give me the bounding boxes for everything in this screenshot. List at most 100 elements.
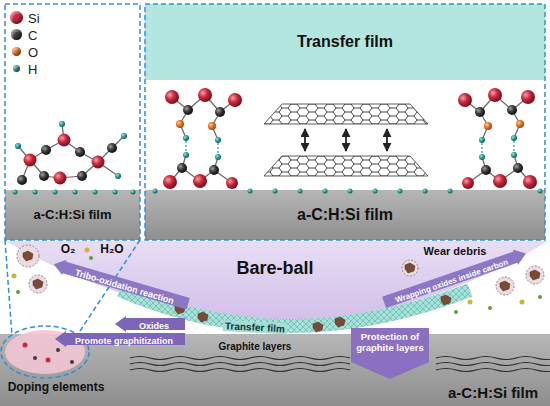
detail-panel-part-part [17,175,27,185]
detail-panel-part-part [73,190,78,195]
detail-panel-part-part [75,147,85,157]
gas-label: O₂ [61,239,76,257]
interface-panel-part-part [521,90,535,104]
legend-text: C [28,28,37,43]
region-label: Doping elements [8,377,105,395]
interface-panel-part-part [523,175,537,189]
interface-panel-part-part [458,93,472,107]
legend-text-box: Si [28,9,40,27]
interface-panel-part-part [165,90,179,104]
contact-scene-part [115,316,185,332]
detail-panel-part-part [107,143,117,153]
contact-scene-part-part [130,369,350,372]
interface-panel-part-part [511,152,517,158]
detail-panel-part-part [13,190,18,195]
interface-panel-part [186,141,514,154]
contact-scene-part-part [468,300,473,305]
process-arrow-label-text: Promote graphitization [75,336,173,346]
interface-panel-part-part [193,174,207,188]
contact-scene-part-part [436,369,550,372]
detail-panel-part-part [58,134,71,147]
detail-panel-part-part [113,190,118,195]
arrow-box: Protection of graphite layers [350,328,430,380]
contact-scene-part-part [85,248,90,253]
contact-scene-part-part [23,343,28,348]
interface-panel-part-part [516,120,524,128]
detail-panel-part-part [41,145,51,155]
interface-panel-part-part [185,141,186,152]
legend-swatch [10,11,23,24]
interface-panel-part-part [215,154,221,160]
detail-panel-part-part [121,133,127,139]
contact-scene-part [530,270,540,280]
contact-scene-part [33,279,43,289]
detail-panel-part-part [53,190,58,195]
arrow-box-shape [351,328,429,379]
interface-panel-part-part [226,177,238,189]
contact-scene-part-part [436,357,550,360]
detail-panel-part-part [54,172,67,185]
interface-panel-part-part [538,189,543,194]
detail-panel-part-part [77,171,87,181]
layer-label: Graphite layers [219,336,292,354]
region-label-text: Doping elements [8,380,105,394]
interface-panel-part-part [448,189,453,194]
detail-panel [5,121,140,240]
contact-scene-part [1,4,545,378]
legend-text-box: O [28,43,38,61]
node-text: Protection of graphite layers [353,332,427,354]
detail-panel-part-part [93,190,98,195]
contact-scene-part-part [526,266,544,284]
contact-scene-part-part [130,357,350,360]
contact-scene-part-part [5,240,12,336]
interface-panel-part-part [208,122,216,130]
interface-panel-part-part [248,189,253,194]
contact-scene [0,4,550,406]
interface-panel-part-part [462,177,474,189]
detail-panel-part [18,124,124,180]
contact-scene-part-part [145,4,545,240]
legend-swatch [13,65,20,72]
contact-scene-part [405,263,415,273]
contact-scene-part-part [130,363,350,366]
contact-scene-part-part [454,310,458,314]
interface-panel-part-part [273,189,278,194]
node-text: a-C:H:Si film [448,384,538,401]
contact-scene-part-part [70,360,74,364]
interface-panel-part-part [479,137,485,143]
contact-scene-part [12,248,543,315]
contact-scene-part [441,295,451,305]
contact-scene-part-part [16,290,20,294]
contact-scene-part [55,331,185,347]
legend-text: Si [28,11,40,26]
gas-label: H₂O [100,239,123,257]
detail-panel-part [5,190,140,240]
node-text: a-C:H:Si film [297,206,393,224]
contact-scene-part [5,241,548,321]
contact-scene-part [313,322,323,332]
contact-scene-part-part [29,275,47,293]
interface-panel-part-part [345,129,347,151]
node-text: Transfer film [297,33,393,51]
detail-panel-part-part [115,173,121,179]
interface-panel-part-part [348,189,353,194]
interface-panel-part [153,189,543,194]
interface-panel-part [163,88,537,189]
contact-scene-part-part [436,363,550,366]
detail-panel-part-part [33,190,38,195]
layer-label-text: Graphite layers [219,341,292,352]
interface-panel-part-part [398,189,403,194]
interface-panel-part-part [513,141,514,152]
contact-scene-part [335,317,345,327]
gas-label-text: O₂ [61,242,76,256]
detail-panel-part-part [39,171,49,181]
interface-panel-part-part [479,154,485,160]
interface-panel-part-part [323,189,328,194]
interface-panel-part-part [177,163,187,173]
layer-label: Transfer film [223,315,288,337]
gas-label-text: H₂O [100,242,123,256]
contact-scene-part [0,334,550,406]
contact-scene-part-part [55,331,185,347]
interface-panel-part-part [153,189,158,194]
